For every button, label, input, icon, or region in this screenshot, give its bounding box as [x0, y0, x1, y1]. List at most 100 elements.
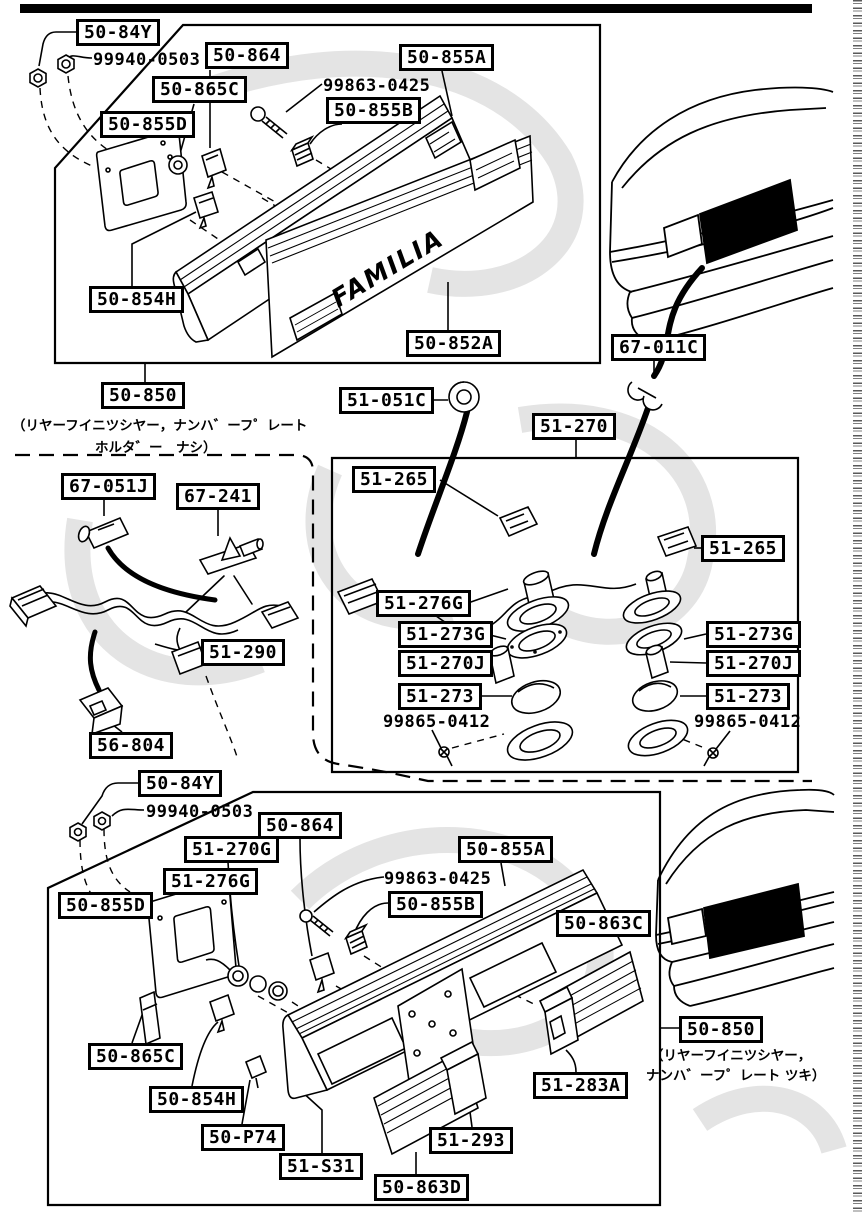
wire-clip-part-67-011C — [627, 381, 663, 411]
connector-part-56-804 — [78, 687, 124, 736]
part-label-b-50-850: 50-850 — [679, 1016, 764, 1043]
bulb-part-51-270J-left — [489, 645, 515, 685]
part-label-m-51-270J-L: 51-270J — [398, 650, 494, 677]
lamp-wire-curves — [87, 265, 705, 693]
part-label-b-50-855B: 50-855B — [388, 891, 484, 918]
part-label-t-50-864: 50-864 — [205, 42, 290, 69]
part-label-m-51-273G-L: 51-273G — [398, 621, 494, 648]
clip-part-50-864-top — [201, 147, 227, 190]
grommet-part-50-865C-top — [168, 155, 188, 175]
part-label-m-51-270J-R: 51-270J — [706, 650, 802, 677]
part-label-b-50-863C: 50-863C — [556, 910, 652, 937]
nut-parts-bottom — [69, 811, 111, 842]
garnish-panel-50-863C — [538, 950, 644, 1056]
bulb-socket-parts-51-270G — [205, 958, 288, 1001]
part-label-m-99865-0412-R: 99865-0412 — [694, 712, 802, 732]
gasket-part-lower-right — [627, 719, 689, 757]
grommet-part-51-051C — [448, 381, 480, 413]
lens-part-51-273-left — [510, 679, 562, 715]
part-label-b-51-S31: 51-S31 — [279, 1153, 364, 1180]
part-label-t-50-84Y: 50-84Y — [76, 19, 161, 46]
lamp-detail-box-outline — [330, 456, 800, 774]
part-label-h-51-290: 51-290 — [201, 639, 286, 666]
screw-part-99863-0425-bottom — [299, 909, 334, 937]
garnish-panel-50-863D — [373, 1040, 487, 1156]
part-label-m-51-051C: 51-051C — [339, 387, 435, 414]
license-lamp-part-67-051J — [77, 516, 130, 550]
part-label-b-99863-0425: 99863-0425 — [384, 869, 492, 889]
part-label-h-56-804: 56-804 — [89, 732, 174, 759]
part-label-m-51-273-L: 51-273 — [398, 683, 483, 710]
top-assembly-outline — [53, 23, 602, 365]
scan-edge-bar — [20, 4, 812, 13]
part-label-b-50-863D: 50-863D — [374, 1174, 470, 1201]
lamp-socket-right — [622, 570, 682, 624]
part-label-t-50-865C: 50-865C — [152, 76, 248, 103]
clip-part-51-265-right — [656, 526, 698, 557]
part-label-t-50-855B: 50-855B — [326, 97, 422, 124]
part-label-t-50-850: 50-850 — [101, 382, 186, 409]
part-label-m-51-273G-R: 51-273G — [706, 621, 802, 648]
harness-connector-left — [9, 585, 58, 628]
part-label-b-51-270G: 51-270G — [184, 836, 280, 863]
part-label-t-50-855A: 50-855A — [399, 44, 495, 71]
car-rear-view-top — [609, 86, 834, 343]
part-label-m-67-011C: 67-011C — [611, 334, 707, 361]
clip-part-50-854H-top — [193, 190, 219, 230]
part-label-t-50-852A: 50-852A — [406, 330, 502, 357]
strip-part-50-865C-target — [139, 990, 161, 1046]
part-label-h-67-051J: 67-051J — [61, 473, 157, 500]
gasket-part-51-273G-left — [506, 623, 568, 659]
part-label-b-50-84Y: 50-84Y — [138, 770, 223, 797]
part-label-m-51-270: 51-270 — [532, 413, 617, 440]
screw-part-99865-0412-left — [438, 746, 453, 767]
part-label-b-51-293: 51-293 — [429, 1127, 514, 1154]
car-rear-view-bottom — [655, 788, 835, 1007]
part-label-m-51-265-R: 51-265 — [701, 535, 786, 562]
part-label-b-50-864: 50-864 — [258, 812, 343, 839]
bracket-part-50-855D-top — [95, 128, 187, 232]
part-label-b-jp1: （リヤーフイニツシヤー， — [650, 1048, 812, 1064]
finisher-panel-50-852A — [265, 134, 534, 359]
part-label-b-50-855D: 50-855D — [58, 892, 154, 919]
part-label-m-51-265-L: 51-265 — [352, 466, 437, 493]
clip-part-50-864-bottom — [309, 951, 335, 994]
part-label-b-50-865C: 50-865C — [88, 1043, 184, 1070]
part-label-b-99940-0503: 99940-0503 — [146, 802, 254, 822]
gasket-part-lower-left — [506, 721, 574, 761]
clip-part-51-265-left — [498, 505, 539, 538]
part-label-h-67-241: 67-241 — [176, 483, 261, 510]
lamp-socket-left — [506, 570, 570, 632]
part-label-t-jp2: ホルタ゛ー ナシ） — [95, 440, 217, 456]
part-label-m-51-276G: 51-276G — [376, 590, 472, 617]
part-label-t-50-855D: 50-855D — [100, 111, 196, 138]
lens-part-51-273-right — [631, 680, 679, 712]
part-label-t-99940-0503: 99940-0503 — [93, 50, 201, 70]
part-label-b-50-855A: 50-855A — [458, 836, 554, 863]
part-label-t-50-854H: 50-854H — [89, 286, 185, 313]
part-label-m-99865-0412-L: 99865-0412 — [383, 712, 491, 732]
variant-boundary-dashed-line — [15, 453, 812, 783]
screw-part-99863-0425-top — [250, 106, 288, 139]
part-label-t-99863-0425: 99863-0425 — [323, 76, 431, 96]
license-lamp-part-67-241 — [198, 536, 264, 575]
clip-part-50-P74-target — [244, 1054, 268, 1089]
part-label-t-jp1: （リヤーフイニツシヤー，ナンハ゛ーフ゜レート — [12, 418, 308, 434]
part-label-b-51-283A: 51-283A — [533, 1072, 629, 1099]
harness-wire-51-290 — [27, 592, 283, 635]
part-label-b-51-276G: 51-276G — [163, 868, 259, 895]
screw-part-99865-0412-right — [703, 747, 719, 767]
watermark-strip — [853, 0, 862, 1213]
part-label-b-50-P74: 50-P74 — [201, 1124, 286, 1151]
part-label-m-51-273-R: 51-273 — [706, 683, 791, 710]
harness-connector-right — [260, 601, 300, 629]
clip-part-50-854H-bottom — [209, 993, 235, 1034]
bulb-part-51-270J-right — [645, 644, 669, 680]
clip-part-50-855B-top — [289, 135, 315, 168]
part-label-b-50-854H: 50-854H — [149, 1086, 245, 1113]
part-label-b-jp2: ナンハ゛ーフ゜レート ツキ） — [646, 1068, 826, 1084]
nut-parts-top — [29, 54, 75, 88]
